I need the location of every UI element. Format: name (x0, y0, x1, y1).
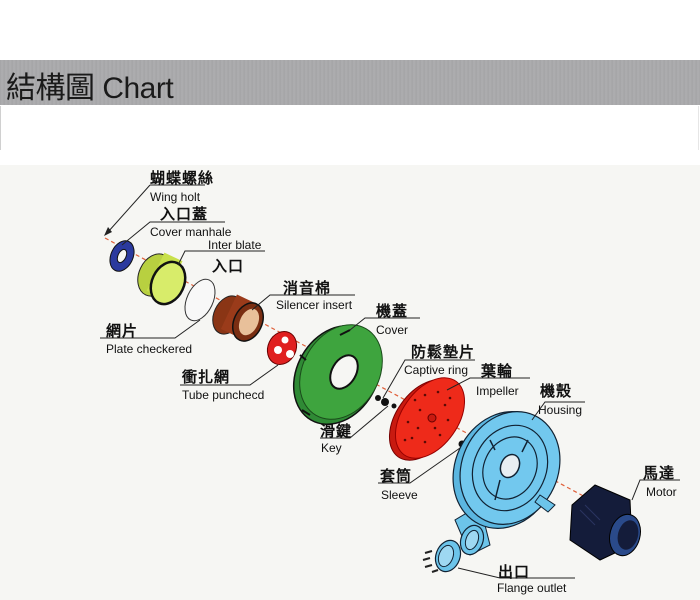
arrow-icon (104, 227, 112, 236)
tube-punched-part (266, 330, 298, 366)
page-title: 結構圖 Chart (6, 72, 174, 105)
key-part (375, 395, 381, 401)
captive-ring-part (381, 398, 389, 406)
plate-checkered-part (184, 278, 216, 322)
wing-bolt-part (109, 240, 135, 272)
label-sleeve-en: Sleeve (381, 488, 418, 502)
label-silencer-insert-en: Silencer insert (276, 298, 353, 312)
title-banner: 結構圖 Chart (0, 60, 700, 105)
label-captive-ring-zh: 防鬆墊片 (411, 343, 476, 361)
label-tube-punched-en: Tube punchecd (182, 388, 265, 402)
impeller-part (388, 377, 466, 461)
label-key-zh: 滑鍵 (320, 422, 353, 440)
label-motor-en: Motor (646, 485, 677, 499)
label-plate-checkered-en: Plate checkered (106, 342, 193, 356)
label-sleeve-zh: 套筒 (380, 467, 413, 485)
label-plate-checkered-zh: 網片 (106, 322, 139, 340)
label-impeller-en: Impeller (476, 384, 519, 398)
cover-part (292, 324, 383, 426)
washer-part (391, 403, 397, 409)
silencer-insert-part (212, 294, 264, 342)
motor-part (569, 484, 641, 561)
label-key-en: Key (321, 441, 342, 455)
label-tube-punched-zh: 衝扎網 (182, 368, 231, 386)
label-captive-ring-en: Captive ring (404, 363, 469, 377)
leader-lines (100, 184, 680, 579)
label-inter-blate-zh: 入口 (212, 257, 245, 275)
label-wing-bolt-zh: 蝴蝶螺絲 (150, 169, 215, 187)
label-housing-zh: 機殼 (540, 382, 573, 400)
blank-panel (0, 106, 699, 150)
cover-manhole-part (137, 252, 187, 306)
label-silencer-insert-zh: 消音棉 (283, 279, 332, 297)
label-flange-outlet-zh: 出口 (498, 563, 531, 581)
label-flange-outlet-en: Flange outlet (497, 581, 567, 595)
label-wing-bolt-en: Wing holt (150, 190, 201, 204)
label-motor-zh: 馬達 (643, 464, 676, 482)
label-cover-manhole-en: Cover manhale (150, 225, 232, 239)
leader-line (107, 184, 151, 233)
label-cover-manhole-zh: 入口蓋 (160, 205, 209, 223)
flange-outlet-part (422, 524, 485, 573)
label-cover-zh: 機蓋 (376, 302, 409, 320)
label-housing-en: Housing (538, 403, 583, 417)
housing-part (452, 411, 561, 556)
label-cover-en: Cover (376, 323, 409, 337)
label-impeller-zh: 葉輪 (481, 362, 514, 380)
label-inter-blate-en: Inter blate (208, 238, 262, 252)
